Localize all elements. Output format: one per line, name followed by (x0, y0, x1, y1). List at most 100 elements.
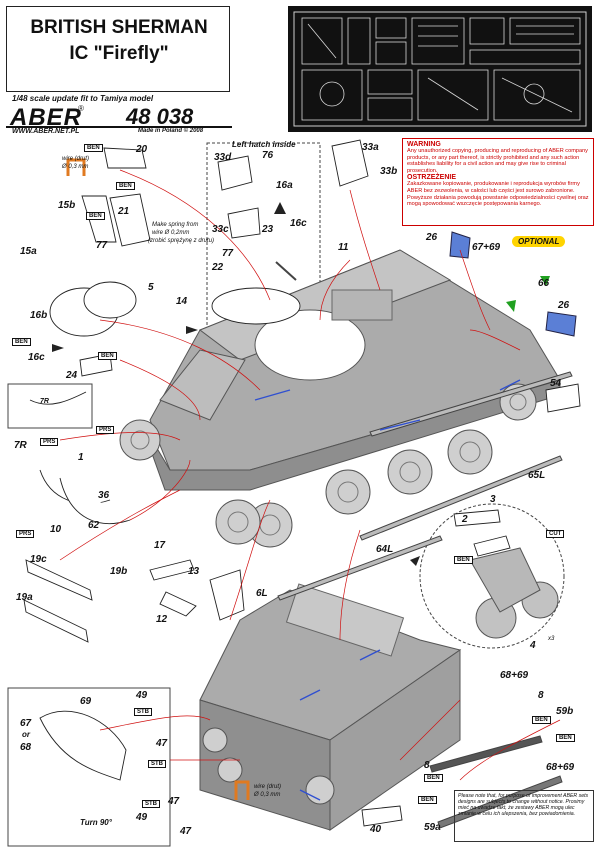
part-label: 20 (136, 144, 148, 155)
part-label: 33c (212, 224, 229, 235)
part-label: 12 (156, 614, 168, 625)
tag-ben: BEN (98, 352, 117, 360)
bogie-detail-drawing (469, 547, 559, 639)
part-label: 4 (530, 640, 536, 651)
left-hatch-caption: Left hatch inside (232, 140, 296, 149)
tag-ben: BEN (84, 144, 103, 152)
part-label: 13 (188, 566, 200, 577)
vision-block-part-26b (545, 311, 577, 337)
part-label: 67 (20, 718, 32, 729)
part-label: 5 (148, 282, 154, 293)
part-label: 16b (30, 310, 48, 321)
arrows (52, 202, 550, 566)
upper-hull-drawing (119, 249, 561, 548)
tag-stb: STB (148, 760, 166, 768)
wire-note-top-1: wire (drut) (62, 156, 90, 162)
part-label: 65L (528, 470, 546, 481)
tag-ben: BEN (12, 338, 31, 346)
part-label: 11 (338, 242, 349, 253)
part-label: 40 (370, 824, 382, 835)
part-label: 3 (490, 494, 496, 505)
part-label: 76 (262, 150, 274, 161)
x3-note: x3 (548, 636, 555, 642)
part-label: 2 (462, 514, 468, 525)
lower-hull-drawing (199, 583, 462, 831)
part-label: 10 (50, 524, 62, 535)
part-label: 8 (424, 760, 430, 771)
part-label: 7R (40, 398, 49, 405)
tag-prs: PRS (16, 530, 35, 538)
footer-note: Please note that, for purpose of improve… (458, 793, 589, 817)
tag-prs: PRS (96, 426, 115, 434)
part-label: 66 (538, 278, 550, 289)
tag-stb: STB (142, 800, 160, 808)
tag-ben: BEN (424, 774, 443, 782)
warning-text-en: Any unauthorized copying, producing and … (407, 148, 588, 174)
part-label: 24 (66, 370, 78, 381)
part-label: 77 (96, 240, 108, 251)
part-label: 19c (30, 554, 47, 565)
title-line-2: IC "Firefly" (69, 43, 169, 64)
part-label: 69 (80, 696, 92, 707)
part-label: 19a (16, 592, 33, 603)
part-label: 59b (556, 706, 574, 717)
vision-block-part-26a (449, 231, 471, 259)
part-label: 7R (14, 440, 27, 451)
suspension-detail-circle (419, 503, 565, 649)
part-label: 47 (180, 826, 192, 837)
tag-ben: BEN (532, 716, 551, 724)
part-label: 14 (176, 296, 188, 307)
part-label: 67+69 (472, 242, 501, 253)
part-label: 16a (276, 180, 293, 191)
tag-ben: BEN (86, 212, 105, 220)
part-label: 17 (154, 540, 166, 551)
fret-drawing (293, 11, 587, 127)
red-leader-lines (59, 169, 561, 781)
part-label: 36 (98, 490, 110, 501)
part-label: 15a (20, 246, 37, 257)
made-in-note: Made in Poland © 2008 (138, 128, 204, 134)
warning-heading-pl: OSTRZEŻENIE (407, 174, 457, 182)
turn-inset-frame (7, 687, 171, 847)
part-label: 15b (58, 200, 76, 211)
warning-heading-en: WARNING (407, 141, 441, 148)
part-label: 33b (380, 166, 398, 177)
header-divider (6, 126, 232, 128)
title-line-1: BRITISH SHERMAN (30, 17, 208, 38)
tag-ben: BEN (454, 556, 473, 564)
tag-stb: STB (134, 708, 152, 716)
spring-coil (275, 261, 297, 281)
tag-ben: BEN (418, 796, 437, 804)
kit-number: 48 038 (126, 104, 194, 129)
part-label: 16c (290, 218, 307, 229)
part-label: 26 (426, 232, 438, 243)
part-label: 68+69 (500, 670, 529, 681)
part-label: 22 (212, 262, 224, 273)
part-label: 54 (550, 378, 562, 389)
part-label: 62 (88, 520, 100, 531)
part-label: or (22, 730, 30, 739)
blue-highlights (254, 379, 521, 801)
optional-badge: OPTIONAL (512, 236, 566, 247)
spring-note-3: (zrobić sprężynę z drutu) (148, 238, 215, 244)
brand-registered-mark: ® (78, 104, 84, 113)
title-box: BRITISH SHERMAN IC "Firefly" (6, 6, 230, 92)
spring-note-2: wire Ø 0,2mm (152, 230, 190, 236)
part-label: 33a (362, 142, 379, 153)
footer-note-box: Please note that, for purpose of improve… (454, 790, 594, 842)
part-label: 21 (118, 206, 130, 217)
website-url: WWW.ABER.NET.PL (12, 128, 80, 135)
rods (277, 371, 573, 829)
part-label: 16c (28, 352, 45, 363)
part-label: 19b (110, 566, 128, 577)
tag-ben: BEN (556, 734, 575, 742)
orange-wire-bottom (234, 780, 250, 800)
part-label: 68 (20, 742, 32, 753)
wire-note-bottom-2: Ø 0,3 mm (254, 792, 281, 798)
detail-7r-inset-frame (7, 383, 93, 429)
part-label: 8 (538, 690, 544, 701)
part-label: 49 (136, 812, 148, 823)
part-label: 64L (376, 544, 394, 555)
part-label: 49 (136, 690, 148, 701)
